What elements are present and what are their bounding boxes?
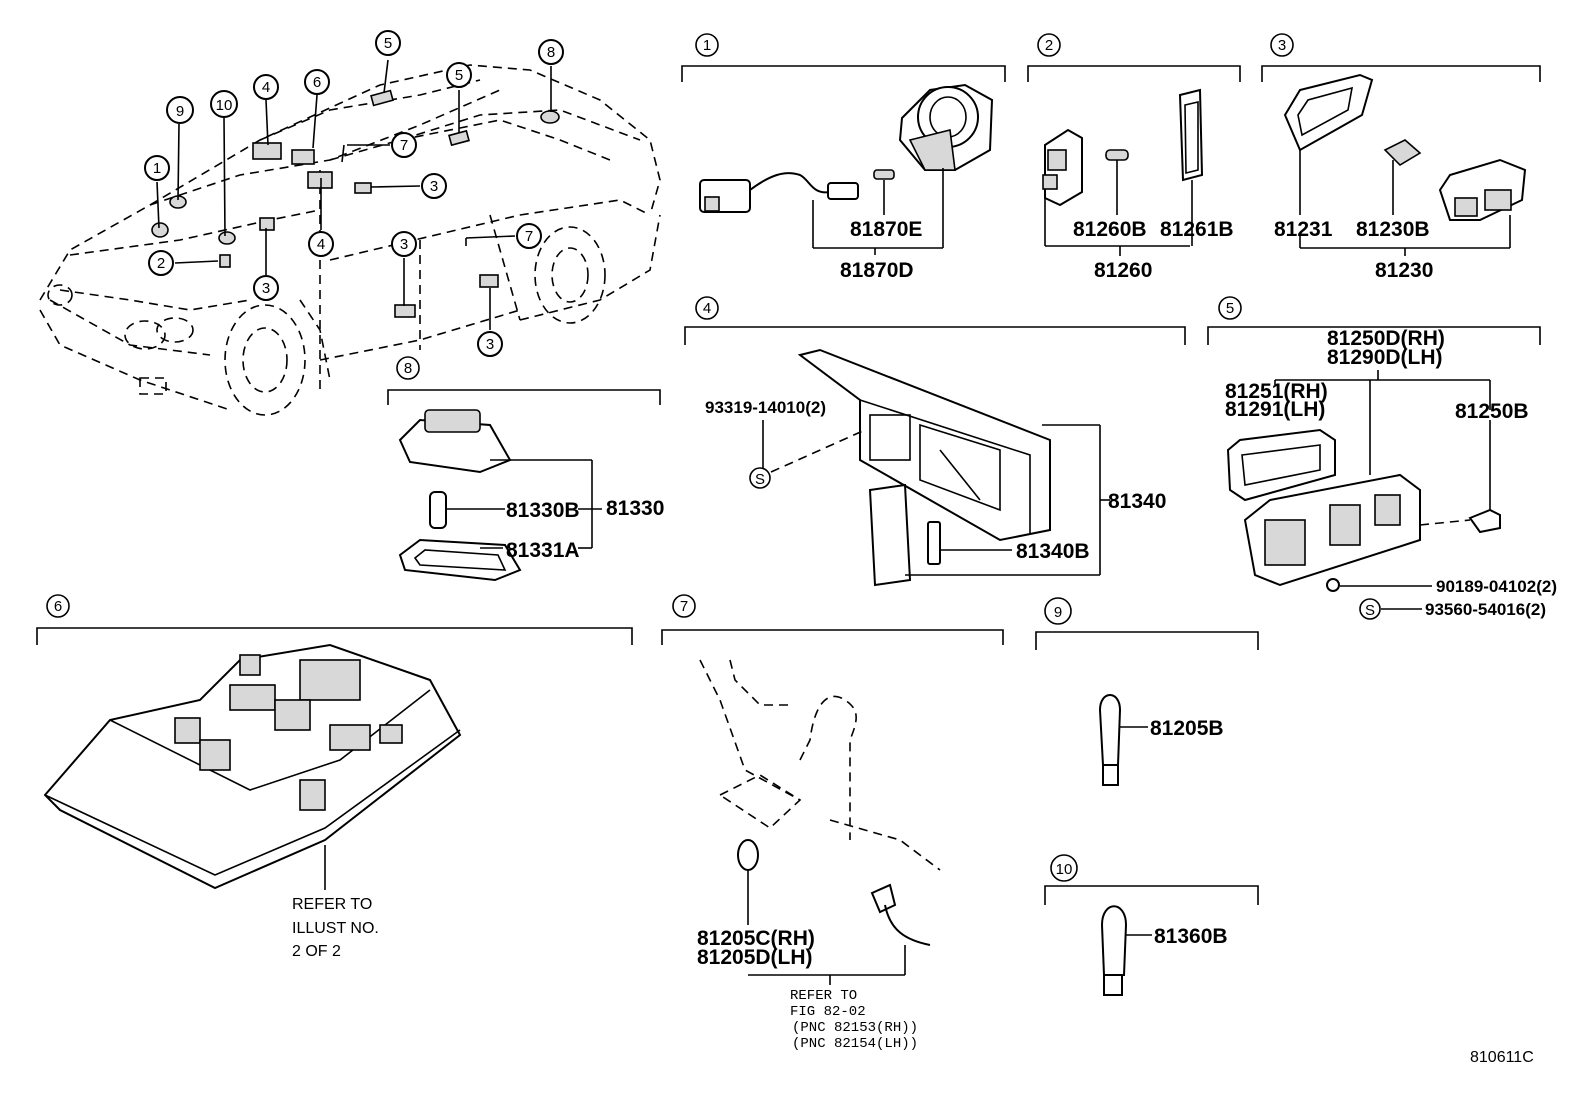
svg-text:81330B: 81330B bbox=[506, 499, 580, 522]
svg-text:S: S bbox=[1365, 602, 1375, 619]
section-3: 3 81231 81230B 81230 bbox=[1261, 33, 1541, 282]
section-2: 2 81260B 81261B 81260 bbox=[1027, 33, 1241, 282]
svg-text:8: 8 bbox=[547, 44, 555, 61]
svg-text:7: 7 bbox=[680, 598, 688, 615]
svg-text:81340B: 81340B bbox=[1016, 540, 1090, 563]
svg-text:6: 6 bbox=[313, 74, 321, 91]
callout-5: 5 bbox=[375, 30, 401, 56]
svg-text:2: 2 bbox=[1045, 37, 1053, 54]
svg-text:81360B: 81360B bbox=[1154, 925, 1228, 948]
section-6: 6 REFER TO ILLUST NO. 2 OF 2 bbox=[36, 594, 633, 960]
callout-8: 8 bbox=[538, 39, 564, 65]
svg-text:2 OF 2: 2 OF 2 bbox=[292, 943, 341, 960]
svg-text:1: 1 bbox=[153, 160, 161, 177]
svg-text:3: 3 bbox=[1278, 37, 1286, 54]
svg-text:81251(RH): 81251(RH) bbox=[1225, 380, 1328, 403]
svg-text:81230B: 81230B bbox=[1356, 218, 1430, 241]
svg-text:81231: 81231 bbox=[1274, 218, 1333, 241]
svg-text:3: 3 bbox=[486, 336, 494, 353]
svg-text:3: 3 bbox=[400, 236, 408, 253]
svg-text:8: 8 bbox=[404, 360, 412, 377]
svg-text:81291(LH): 81291(LH) bbox=[1225, 398, 1325, 421]
callout-9: 9 bbox=[166, 96, 194, 124]
svg-text:81205B: 81205B bbox=[1150, 717, 1224, 740]
svg-text:81330: 81330 bbox=[606, 497, 664, 520]
svg-text:(PNC 82154(LH)): (PNC 82154(LH)) bbox=[792, 1036, 918, 1052]
svg-text:3: 3 bbox=[430, 178, 438, 195]
svg-text:81331A: 81331A bbox=[506, 539, 580, 562]
callout-6: 6 bbox=[304, 69, 330, 95]
svg-text:81250D(RH): 81250D(RH) bbox=[1327, 327, 1445, 350]
section-1: 1 81870E 81870D bbox=[681, 33, 1006, 282]
callout-1: 1 bbox=[144, 155, 170, 181]
svg-text:4: 4 bbox=[262, 79, 270, 96]
svg-text:81260B: 81260B bbox=[1073, 218, 1147, 241]
figure-id: 810611C bbox=[1470, 1049, 1534, 1066]
callout-3: 3 bbox=[477, 331, 503, 357]
svg-text:REFER TO: REFER TO bbox=[790, 988, 857, 1004]
svg-text:7: 7 bbox=[525, 228, 533, 245]
svg-text:S: S bbox=[755, 471, 765, 488]
svg-text:ILLUST NO.: ILLUST NO. bbox=[292, 920, 379, 937]
svg-text:93560-54016(2): 93560-54016(2) bbox=[1425, 600, 1546, 619]
section-4: 4 S 93319-14010(2) 81340 81340B bbox=[684, 296, 1186, 587]
svg-text:7: 7 bbox=[400, 137, 408, 154]
section-7: 7 81205C(RH) 81205D(LH) REFER TO FIG 82-… bbox=[661, 594, 1004, 1052]
svg-text:6: 6 bbox=[54, 598, 62, 615]
svg-text:4: 4 bbox=[317, 236, 325, 253]
section-8: 8 81330B 81330 81331A bbox=[387, 356, 664, 582]
svg-text:3: 3 bbox=[262, 280, 270, 297]
svg-text:81870D: 81870D bbox=[840, 259, 914, 282]
callout-3: 3 bbox=[391, 231, 417, 257]
callout-3: 3 bbox=[253, 275, 279, 301]
svg-text:10: 10 bbox=[1056, 861, 1073, 878]
svg-text:(PNC 82153(RH)): (PNC 82153(RH)) bbox=[792, 1020, 918, 1036]
svg-text:81290D(LH): 81290D(LH) bbox=[1327, 346, 1443, 369]
svg-text:4: 4 bbox=[703, 300, 711, 317]
svg-text:81230: 81230 bbox=[1375, 259, 1433, 282]
svg-text:81205D(LH): 81205D(LH) bbox=[697, 946, 813, 969]
svg-text:10: 10 bbox=[216, 97, 233, 114]
svg-text:REFER TO: REFER TO bbox=[292, 896, 372, 913]
svg-text:FIG 82-02: FIG 82-02 bbox=[790, 1004, 866, 1020]
section-5: 5 81250D(RH) 81290D(LH) 81251(RH) 81291(… bbox=[1207, 296, 1557, 620]
car-leader-lines bbox=[156, 59, 552, 330]
callout-7: 7 bbox=[391, 132, 417, 158]
callout-4: 4 bbox=[253, 74, 279, 100]
svg-text:5: 5 bbox=[455, 67, 463, 84]
callout-5: 5 bbox=[446, 62, 472, 88]
svg-text:5: 5 bbox=[1226, 300, 1234, 317]
svg-text:9: 9 bbox=[1054, 604, 1062, 621]
svg-text:81205C(RH): 81205C(RH) bbox=[697, 927, 815, 950]
car-illustration bbox=[39, 64, 661, 416]
callout-3: 3 bbox=[421, 173, 447, 199]
callout-7: 7 bbox=[516, 223, 542, 249]
svg-text:81260: 81260 bbox=[1094, 259, 1152, 282]
svg-text:93319-14010(2): 93319-14010(2) bbox=[705, 398, 826, 417]
svg-text:90189-04102(2): 90189-04102(2) bbox=[1436, 577, 1557, 596]
svg-text:9: 9 bbox=[176, 103, 184, 120]
svg-text:5: 5 bbox=[384, 35, 392, 52]
svg-text:1: 1 bbox=[703, 37, 711, 54]
svg-text:81250B: 81250B bbox=[1455, 400, 1529, 423]
callout-2: 2 bbox=[148, 250, 174, 276]
section-9: 9 81205B bbox=[1035, 597, 1259, 786]
car-callouts: 1 9 10 2 4 6 5 5 8 7 3 4 3 3 7 3 bbox=[144, 30, 564, 357]
svg-text:2: 2 bbox=[157, 255, 165, 272]
section-10: 10 81360B bbox=[1044, 854, 1259, 996]
callout-10: 10 bbox=[210, 90, 238, 118]
svg-text:81261B: 81261B bbox=[1160, 218, 1234, 241]
callout-4: 4 bbox=[308, 231, 334, 257]
svg-text:81870E: 81870E bbox=[850, 218, 922, 241]
svg-text:81340: 81340 bbox=[1108, 490, 1166, 513]
